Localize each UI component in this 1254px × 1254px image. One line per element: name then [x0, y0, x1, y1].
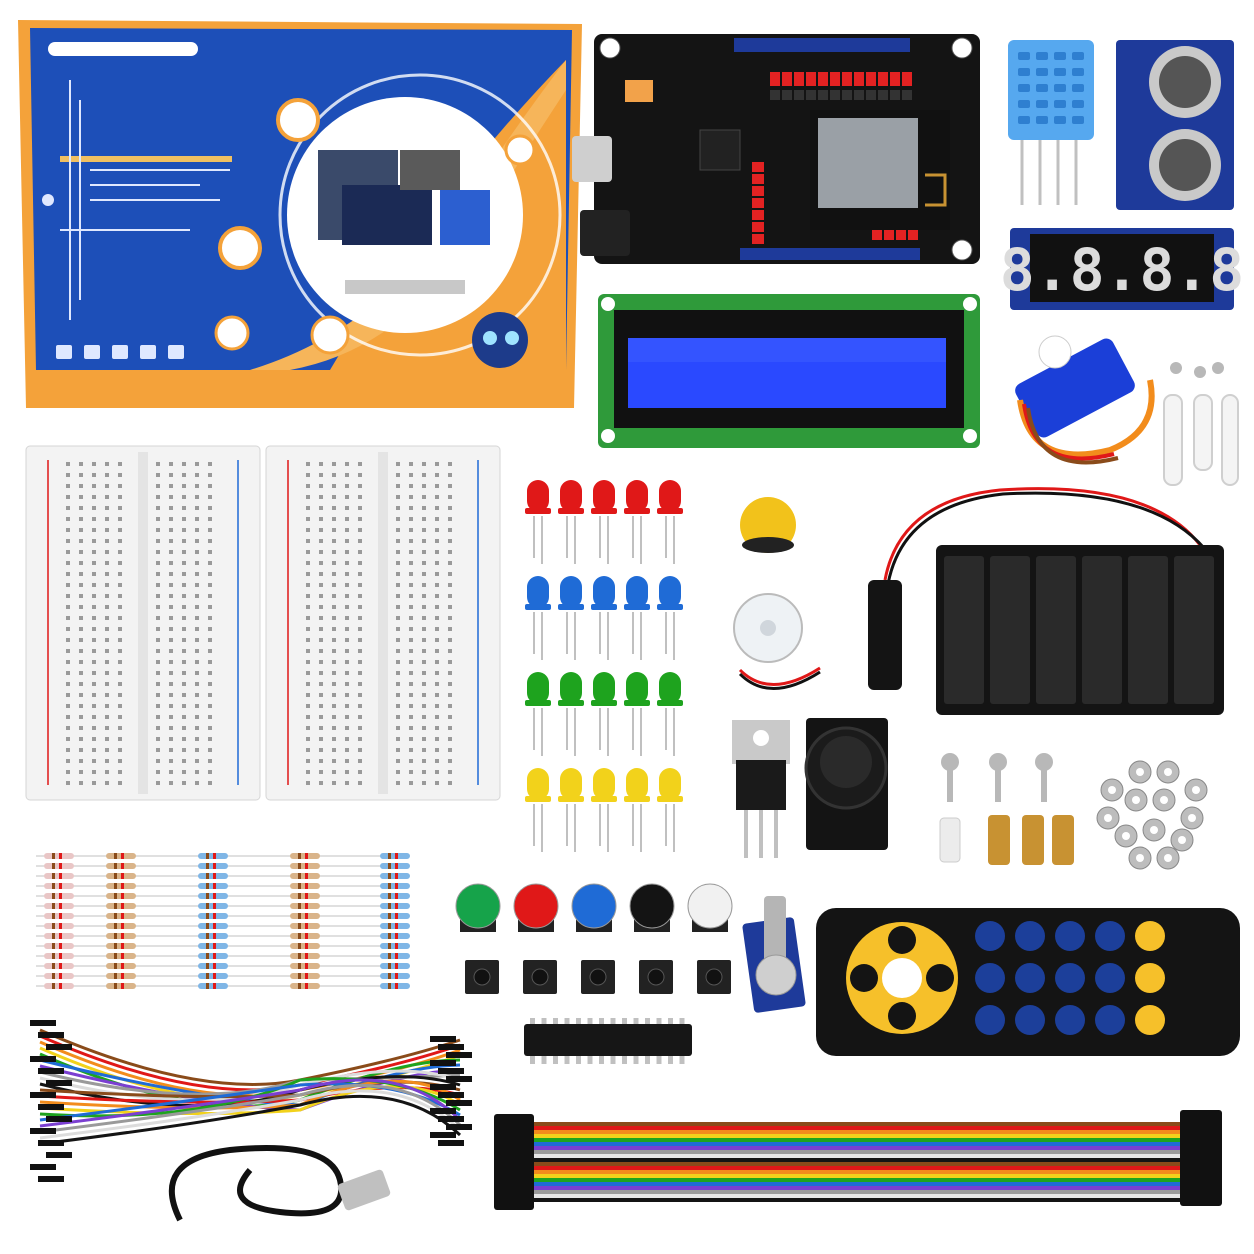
servo-horns [1163, 394, 1239, 486]
product-box [18, 20, 582, 408]
ultrasonic-sensor [1116, 40, 1234, 210]
joystick-module [804, 718, 888, 850]
usb-cable [168, 1145, 391, 1222]
ir-remote [816, 908, 1240, 1056]
led-grid [525, 480, 683, 852]
jumper-wire-bundle [30, 1020, 472, 1182]
buzzer [733, 593, 821, 690]
ribbon-jumper [494, 1110, 1222, 1210]
servo-motor [1015, 335, 1155, 465]
voltage-regulator [732, 720, 790, 858]
controller-board [572, 34, 980, 264]
display-digits: 8.8.8.8 [1000, 236, 1244, 304]
breadboards [25, 445, 501, 801]
potentiometer [742, 896, 806, 1013]
servo-screws [1170, 362, 1224, 378]
ic-chip [524, 1018, 692, 1064]
lcd-module [598, 294, 980, 448]
hex-nuts [1096, 760, 1208, 870]
push-buttons [455, 883, 733, 994]
standoffs [939, 815, 1074, 865]
battery-holder [868, 487, 1224, 715]
resistors [36, 853, 410, 989]
screws [941, 753, 1053, 802]
yellow-pushbutton [740, 497, 796, 553]
dht-sensor [1008, 40, 1094, 205]
seven-segment-display: 8.8.8.8 [1000, 228, 1244, 310]
